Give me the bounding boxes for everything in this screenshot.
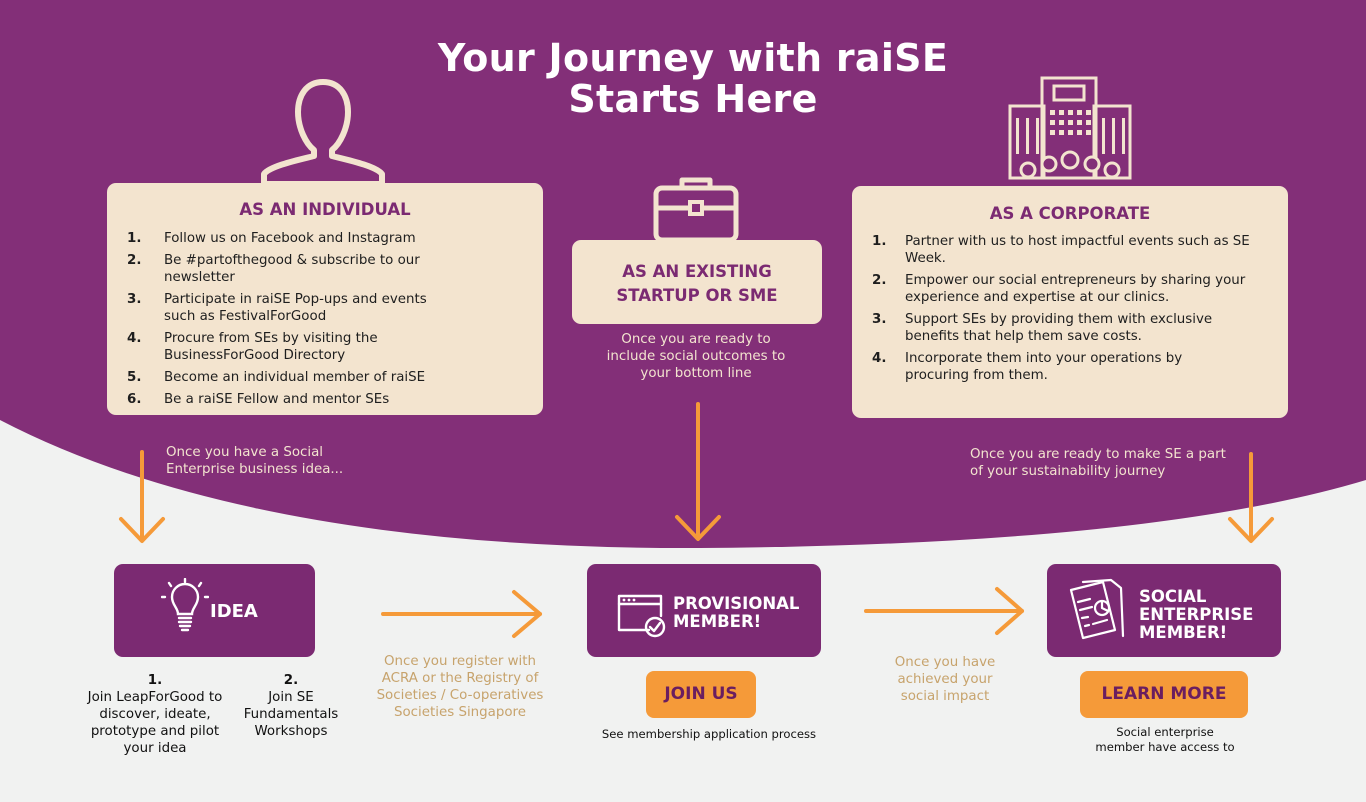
idea-step-2: 2. Join SE Fundamentals Workshops xyxy=(232,672,350,740)
join-us-button[interactable]: JOIN US xyxy=(646,671,756,718)
startup-note: Once you are ready to include social out… xyxy=(606,332,786,381)
right-arrow-impact xyxy=(864,587,1024,635)
list-item: 1.Follow us on Facebook and Instagram xyxy=(127,231,416,246)
se-member-box: SOCIAL ENTERPRISE MEMBER! xyxy=(1047,564,1281,657)
idea-step-2-number: 2. xyxy=(283,673,299,688)
list-item: 2.Be #partofthegood & subscribe to our n… xyxy=(127,253,420,285)
startup-heading: AS AN EXISTING STARTUP OR SME xyxy=(616,262,778,305)
idea-label: IDEA xyxy=(210,601,258,622)
impact-transition-note: Once you have achieved your social impac… xyxy=(894,655,996,704)
individual-card: AS AN INDIVIDUAL 1.Follow us on Facebook… xyxy=(107,183,543,415)
list-item: 1.Partner with us to host impactful even… xyxy=(872,234,1250,266)
provisional-member-box: PROVISIONAL MEMBER! xyxy=(587,564,821,657)
idea-box: IDEA xyxy=(114,564,315,657)
list-item: 2.Empower our social entrepreneurs by sh… xyxy=(872,273,1246,305)
corporate-note: Once you are ready to make SE a part of … xyxy=(970,447,1226,479)
se-member-label: SOCIAL ENTERPRISE MEMBER! xyxy=(1139,587,1254,642)
browser-check-icon xyxy=(617,594,666,638)
individual-steps-list: 1.Follow us on Facebook and Instagram 2.… xyxy=(107,230,543,408)
lightbulb-icon xyxy=(161,578,209,632)
list-item: 3.Participate in raiSE Pop-ups and event… xyxy=(127,292,427,324)
membership-process-link[interactable]: See membership application process xyxy=(601,727,817,741)
down-arrow-individual xyxy=(119,450,165,543)
down-arrow-startup xyxy=(675,402,721,541)
corporate-heading: AS A CORPORATE xyxy=(989,204,1151,223)
learn-more-button[interactable]: LEARN MORE xyxy=(1080,671,1248,718)
list-item: 4.Incorporate them into your operations … xyxy=(872,351,1183,383)
corporate-card: AS A CORPORATE 1.Partner with us to host… xyxy=(852,186,1288,418)
startup-card: AS AN EXISTING STARTUP OR SME xyxy=(572,240,822,324)
se-member-caption: Social enterprise member have access to xyxy=(1095,725,1235,754)
list-item: 5.Become an individual member of raiSE xyxy=(127,370,426,385)
individual-heading: AS AN INDIVIDUAL xyxy=(239,200,411,219)
document-chart-icon xyxy=(1069,578,1125,640)
idea-step-1: 1. Join LeapForGood to discover, ideate,… xyxy=(82,672,228,757)
down-arrow-corporate xyxy=(1228,452,1274,543)
list-item: 6.Be a raiSE Fellow and mentor SEs xyxy=(127,392,390,407)
register-transition-note: Once you register with ACRA or the Regis… xyxy=(376,654,544,720)
idea-step-1-text: Join LeapForGood to discover, ideate, pr… xyxy=(87,690,223,756)
page-title: Your Journey with raiSE Starts Here xyxy=(437,36,949,121)
corporate-steps-list: 1.Partner with us to host impactful even… xyxy=(852,233,1288,384)
office-building-people-icon xyxy=(1008,76,1132,180)
individual-note: Once you have a Social Enterprise busine… xyxy=(166,445,344,477)
list-item: 4.Procure from SEs by visiting the Busin… xyxy=(127,331,378,363)
provisional-member-label: PROVISIONAL MEMBER! xyxy=(673,594,800,631)
right-arrow-register xyxy=(381,590,542,638)
idea-step-1-number: 1. xyxy=(147,673,163,688)
list-item: 3.Support SEs by providing them with exc… xyxy=(872,312,1213,344)
idea-step-2-text: Join SE Fundamentals Workshops xyxy=(243,690,339,739)
